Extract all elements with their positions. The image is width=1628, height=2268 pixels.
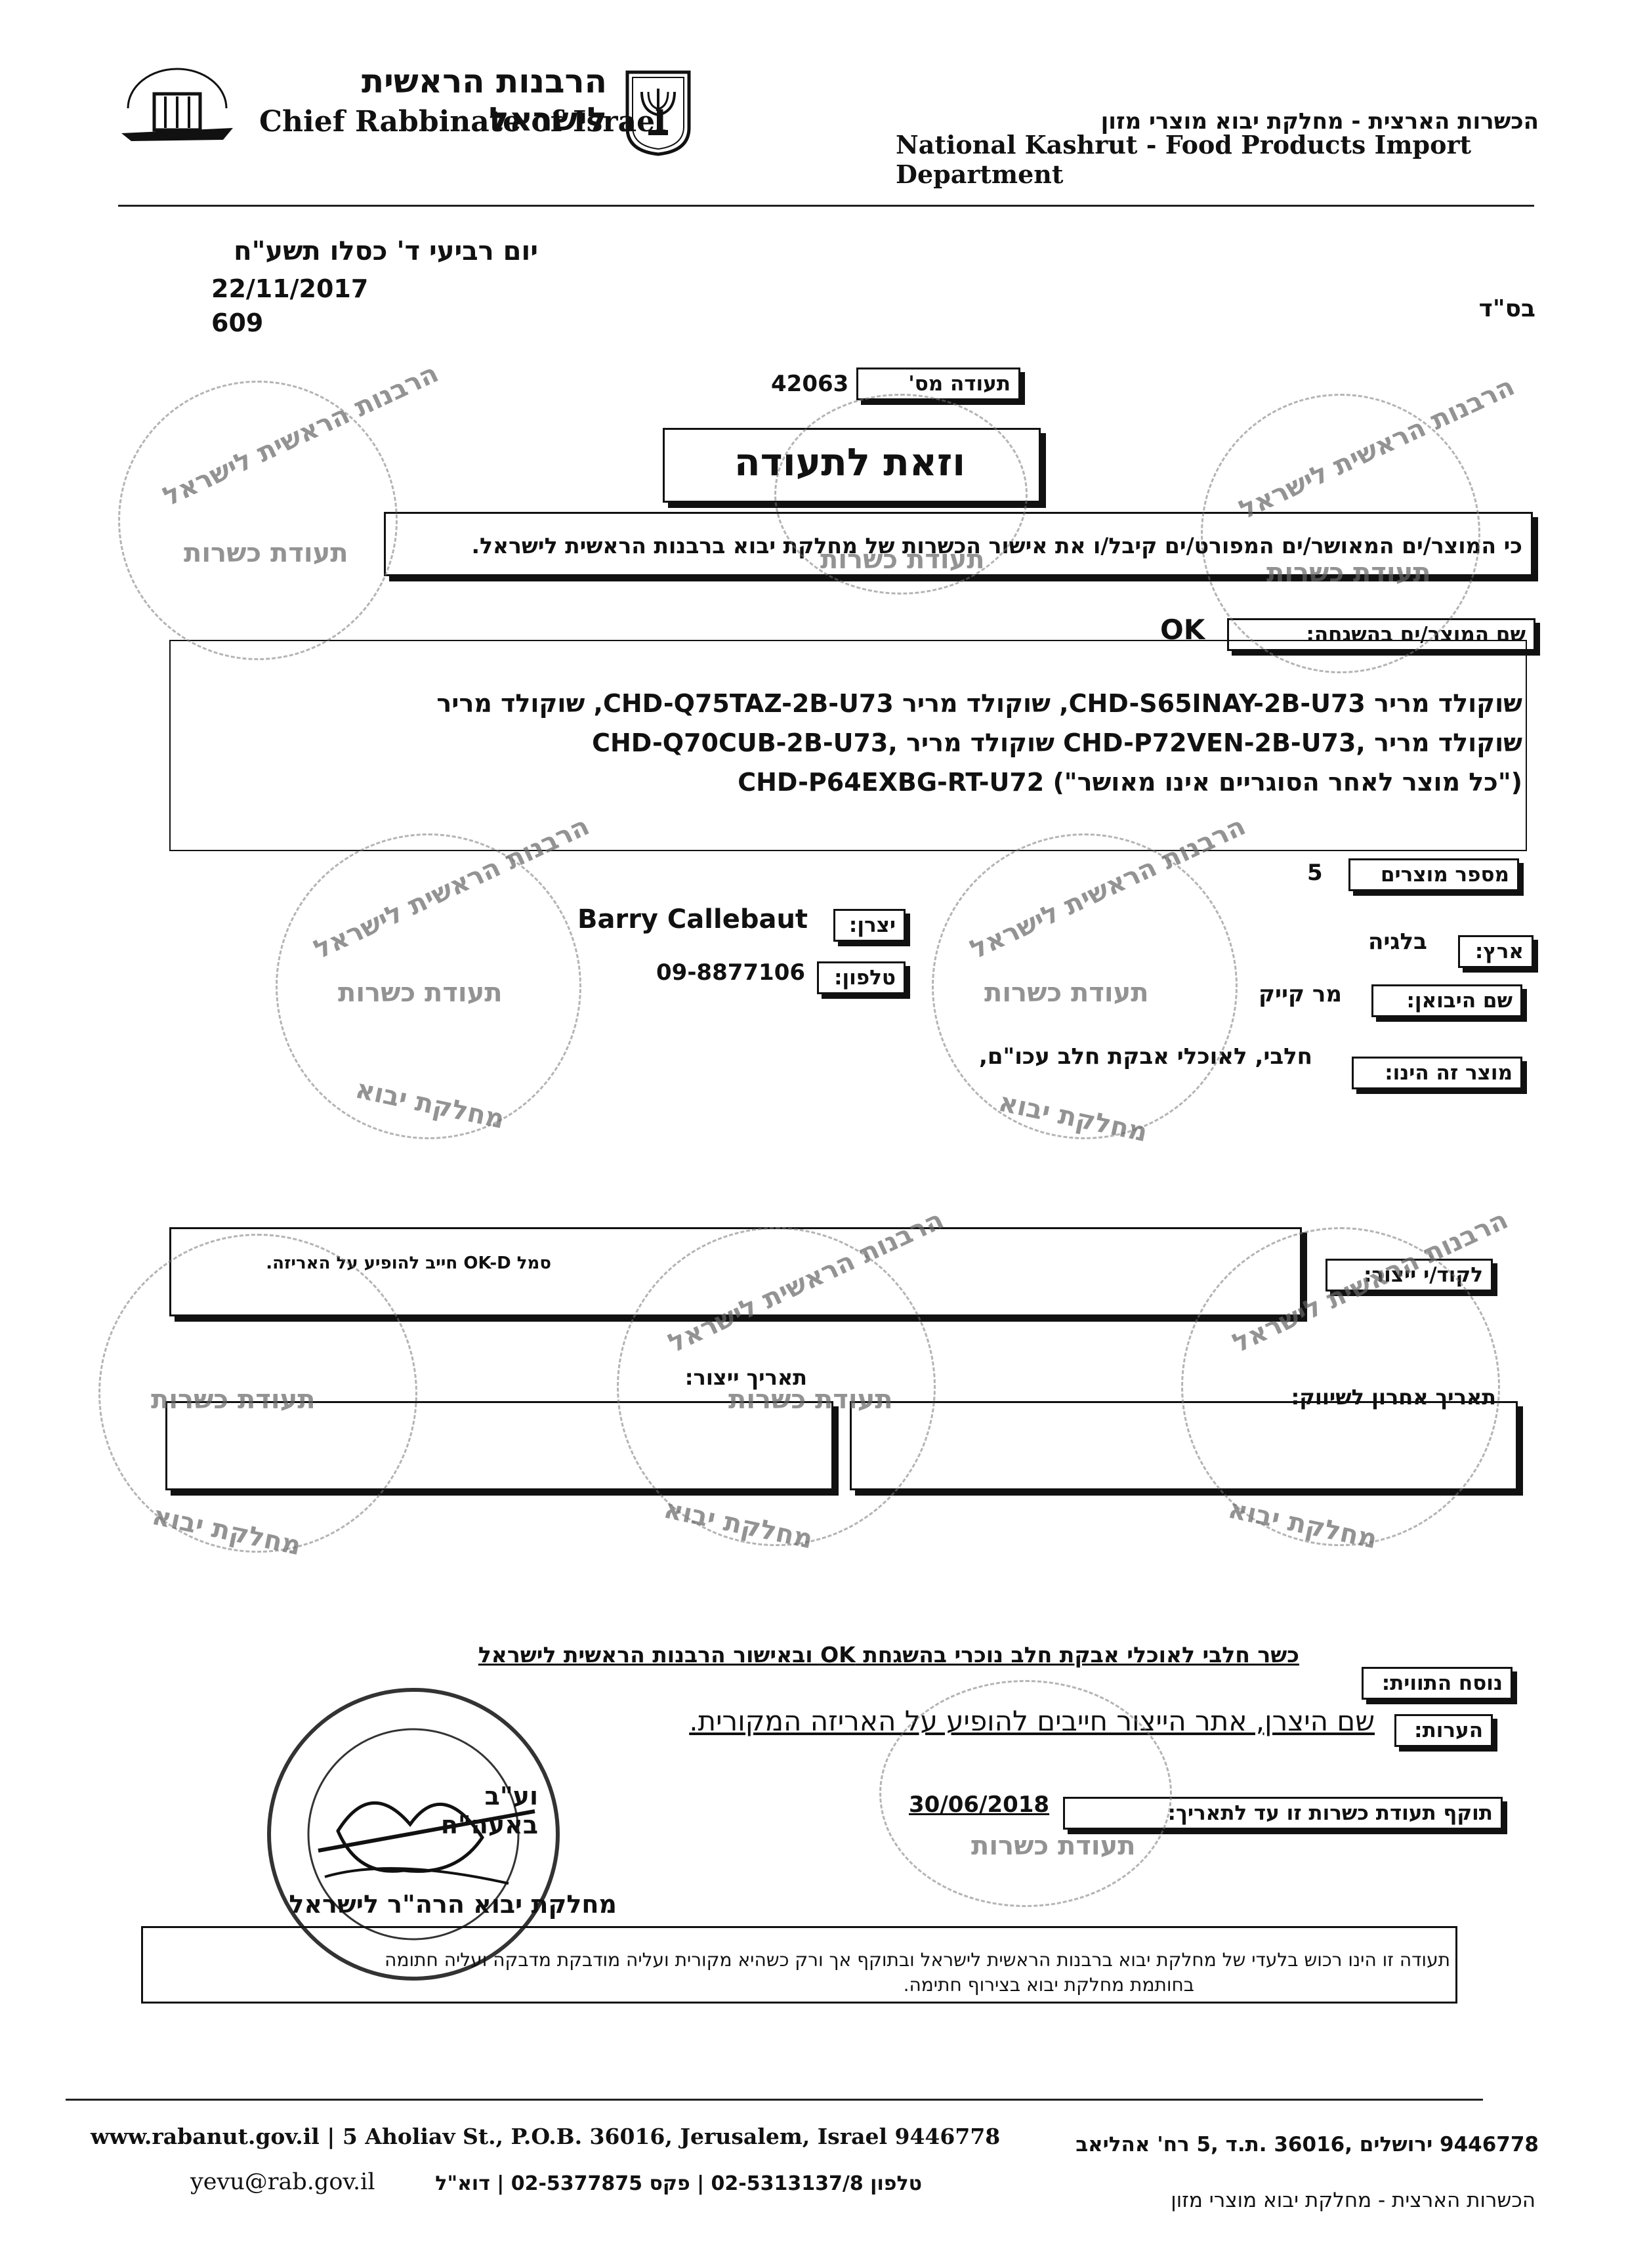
phone-label: טלפון: [817, 961, 906, 994]
remarks-label: הערות: [1394, 1714, 1493, 1747]
org-name-hebrew: הרבנות הראשית לישראל [362, 62, 607, 138]
footer-address-hebrew: 9446778 ירושלים ,36016 .ת.ד ,5 רח' אהליא… [1075, 2133, 1539, 2156]
kashrut-stamp [932, 833, 1238, 1139]
kashrut-stamp [617, 1227, 936, 1546]
footer-divider [66, 2099, 1483, 2101]
country-value: בלגיה [1368, 929, 1427, 955]
products-line-2: CHD-Q70CUB-2B-U73, שוקולד מריר CHD-P72VE… [592, 728, 1522, 757]
stamp-bottom-text: תעודת כשרות [820, 545, 985, 575]
issue-date: 22/11/2017 [211, 274, 369, 303]
label-text-value: כשר חלבי לאוכלי אבקת חלב נוכרי בהשגחת OK… [478, 1642, 1299, 1668]
label-text-label: נוסח התווית: [1362, 1667, 1513, 1700]
stamp-bottom-text: תעודת כשרות [151, 1385, 316, 1415]
kashrut-stamp [1181, 1227, 1500, 1546]
importer-value: מר קייק [1259, 981, 1343, 1007]
notice-line-2: בחותמת מחלקת יבוא בצירוף חתימה. [903, 1974, 1194, 1996]
product-is-label: מוצר זה הינו: [1352, 1057, 1522, 1089]
footer-email: yevu@rab.gov.il [190, 2169, 375, 2195]
kashrut-stamp [276, 833, 581, 1139]
products-line-3: CHD-P64EXBG-RT-U72 ("כל מוצר לאחר הסוגרי… [738, 768, 1522, 797]
signature-stamp-line: וע"ב באעה"ח [440, 1782, 538, 1839]
kashrut-stamp [774, 394, 1028, 595]
certificate-number: 42063 [771, 371, 849, 397]
phone-value: 09-8877106 [656, 959, 806, 986]
besd-mark: בס"ד [1478, 295, 1535, 322]
rabbinate-seal [118, 62, 236, 144]
signature-stamp [259, 1680, 568, 1988]
org-name-english: Chief Rabbinate of Israel [259, 105, 666, 138]
department-name-english: National Kashrut - Food Products Import … [896, 130, 1472, 189]
product-count-label: מספר מוצרים [1348, 858, 1519, 891]
footer-department-hebrew: הכשרות הארצית - מחלקת יבוא מוצרי מזון [1171, 2189, 1535, 2212]
kashrut-stamp [1201, 394, 1480, 673]
products-line-1: שוקולד מריר CHD-S65INAY-2B-U73, שוקולד מ… [436, 689, 1522, 718]
kashrut-stamp [98, 1234, 417, 1553]
kashrut-stamp [879, 1680, 1172, 1907]
notice-line-1: תעודה זו הינו רכוש בלעדי של מחלקת יבוא ב… [385, 1949, 1450, 1971]
stamp-bottom-text: תעודת כשרות [971, 1831, 1136, 1861]
signature-department: מחלקת יבוא הרה"ר לישראל [289, 1890, 617, 1919]
products-box [169, 640, 1527, 851]
stamp-bottom-text: תעודת כשרות [728, 1385, 893, 1415]
kashrut-stamp [118, 381, 398, 660]
stamp-bottom-text: תעודת כשרות [338, 978, 503, 1008]
stamp-bottom-text: תעודת כשרות [1266, 558, 1431, 588]
footer-address-english: www.rabanut.gov.il | 5 Aholiav St., P.O.… [91, 2124, 1001, 2149]
stamp-bottom-text: תעודת כשרות [984, 978, 1149, 1008]
product-count: 5 [1307, 860, 1323, 886]
state-emblem-icon [622, 66, 694, 158]
reference-number: 609 [211, 308, 264, 337]
footer-contact-hebrew: טלפון 02-5313137/8 | פקס 02-5377875 | דו… [435, 2172, 922, 2195]
hebrew-date: יום רביעי ד' כסלו תשע"ח [234, 236, 538, 266]
country-label: ארץ: [1458, 935, 1534, 968]
importer-label: שם היבואן: [1371, 984, 1522, 1017]
notice-box [141, 1926, 1457, 2004]
manufacturer-value: Barry Callebaut [577, 904, 808, 934]
header-divider [118, 205, 1534, 207]
department-name-hebrew: הכשרות הארצית - מחלקת יבוא מוצרי מזון [1100, 108, 1539, 135]
manufacturer-label: יצרן: [833, 909, 906, 942]
stamp-bottom-text: תעודת כשרות [184, 538, 348, 568]
